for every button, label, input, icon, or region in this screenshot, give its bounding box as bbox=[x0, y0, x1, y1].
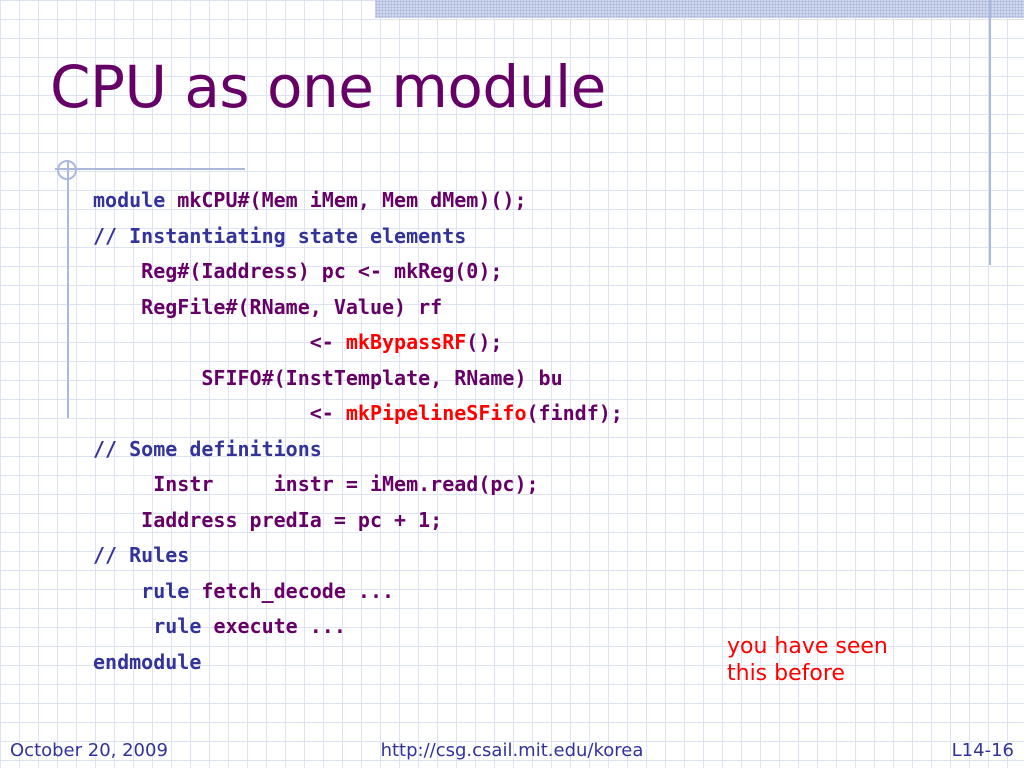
code-line: // Instantiating state elements bbox=[93, 219, 623, 255]
code-line: Reg#(Iaddress) pc <- mkReg(0); bbox=[93, 254, 623, 290]
code-keyword: rule bbox=[141, 578, 202, 603]
header-decoration-band bbox=[375, 0, 1024, 18]
code-line: SFIFO#(InstTemplate, RName) bu bbox=[93, 361, 623, 397]
side-note: you have seen this before bbox=[727, 633, 888, 687]
footer-page-number: L14-16 bbox=[951, 740, 1014, 761]
code-text: (); bbox=[466, 330, 503, 354]
code-text: Instr instr = iMem.read(pc); bbox=[153, 472, 539, 496]
code-indent bbox=[93, 401, 310, 425]
code-highlight: mkBypassRF bbox=[345, 330, 467, 354]
code-line: // Rules bbox=[93, 538, 623, 574]
side-note-line-2: this before bbox=[727, 661, 845, 686]
code-text: SFIFO#(InstTemplate, RName) bu bbox=[201, 365, 563, 390]
right-vertical-rule bbox=[989, 0, 991, 265]
code-indent bbox=[93, 614, 153, 638]
code-line: <- mkPipelineSFifo(findf); bbox=[93, 396, 623, 432]
code-keyword: endmodule bbox=[93, 649, 202, 674]
footer-url: http://csg.csail.mit.edu/korea bbox=[380, 740, 644, 761]
code-keyword: module bbox=[93, 188, 178, 212]
code-line: rule fetch_decode ... bbox=[93, 574, 623, 610]
code-line: Iaddress predIa = pc + 1; bbox=[93, 503, 623, 539]
code-text: Reg#(Iaddress) pc <- mkReg(0); bbox=[141, 259, 503, 283]
code-comment: // Rules bbox=[93, 543, 190, 567]
code-line: Instr instr = iMem.read(pc); bbox=[93, 467, 623, 503]
code-indent bbox=[93, 330, 310, 354]
code-line: <- mkBypassRF(); bbox=[93, 325, 623, 361]
code-block: module mkCPU#(Mem iMem, Mem dMem)(); // I… bbox=[93, 183, 623, 680]
code-text: fetch_decode ... bbox=[201, 578, 395, 603]
code-line: RegFile#(RName, Value) rf bbox=[93, 290, 623, 326]
code-text: Iaddress predIa = pc + 1; bbox=[141, 507, 443, 532]
code-indent bbox=[93, 472, 153, 496]
code-comment: // Some definitions bbox=[93, 436, 322, 461]
code-indent bbox=[93, 508, 141, 532]
code-text: mkCPU#(Mem iMem, Mem dMem)(); bbox=[177, 188, 527, 212]
code-keyword: rule bbox=[153, 614, 214, 638]
left-vertical-rule bbox=[67, 160, 69, 418]
code-indent bbox=[93, 295, 141, 319]
code-line: // Some definitions bbox=[93, 432, 623, 468]
code-comment: // Instantiating state elements bbox=[93, 223, 467, 248]
footer-date: October 20, 2009 bbox=[10, 740, 168, 761]
code-text: (findf); bbox=[526, 401, 623, 425]
code-text: RegFile#(RName, Value) rf bbox=[141, 294, 443, 319]
code-line: module mkCPU#(Mem iMem, Mem dMem)(); bbox=[93, 183, 623, 219]
code-text: <- bbox=[309, 401, 346, 425]
code-indent bbox=[93, 366, 201, 390]
code-text: <- bbox=[309, 330, 346, 354]
side-note-line-1: you have seen bbox=[727, 634, 888, 659]
code-line: rule execute ... bbox=[93, 609, 623, 645]
code-text: execute ... bbox=[213, 614, 346, 638]
code-indent bbox=[93, 579, 141, 603]
slide-title: CPU as one module bbox=[50, 53, 606, 121]
rule-circle-ornament bbox=[57, 160, 77, 180]
title-underline-rule bbox=[55, 168, 245, 170]
code-line: endmodule bbox=[93, 645, 623, 681]
code-indent bbox=[93, 259, 141, 283]
code-highlight: mkPipelineSFifo bbox=[345, 401, 527, 425]
